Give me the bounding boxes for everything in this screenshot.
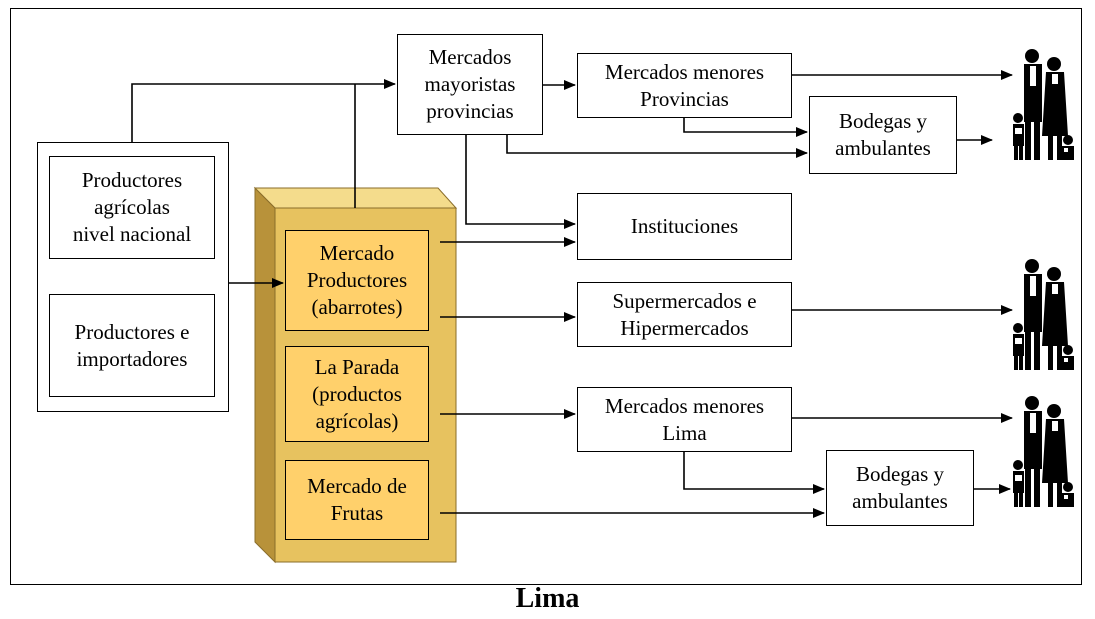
node-bodegas-lima: Bodegas y ambulantes (826, 450, 974, 526)
arrow-mayoristas-to-bodegas (506, 135, 808, 158)
node-menores-lima: Mercados menores Lima (577, 387, 792, 452)
family-icon (1013, 49, 1074, 160)
arrow-menores-to-bodegas (683, 118, 808, 137)
node-productores-nacional: Productores agrícolas nivel nacional (49, 156, 215, 259)
family-icon (1013, 259, 1074, 370)
node-supermercados: Supermercados e Hipermercados (577, 282, 792, 347)
arrow-menores-lima-to-bodegas (683, 452, 825, 494)
node-mercado-productores: Mercado Productores (abarrotes) (285, 230, 429, 331)
node-mayoristas-provincias: Mercados mayoristas provincias (397, 34, 543, 135)
node-menores-provincias: Mercados menores Provincias (577, 53, 792, 118)
node-productores-importadores: Productores e importadores (49, 294, 215, 397)
diagram-caption: Lima (515, 583, 580, 614)
arrow-group-to-mayoristas (131, 79, 396, 142)
arrow-mayoristas-to-instituciones (465, 135, 576, 229)
node-la-parada: La Parada (productos agrícolas) (285, 346, 429, 442)
node-instituciones: Instituciones (577, 193, 792, 260)
node-mercado-frutas: Mercado de Frutas (285, 460, 429, 540)
family-icon (1013, 396, 1074, 507)
node-bodegas-provincias: Bodegas y ambulantes (809, 96, 957, 174)
